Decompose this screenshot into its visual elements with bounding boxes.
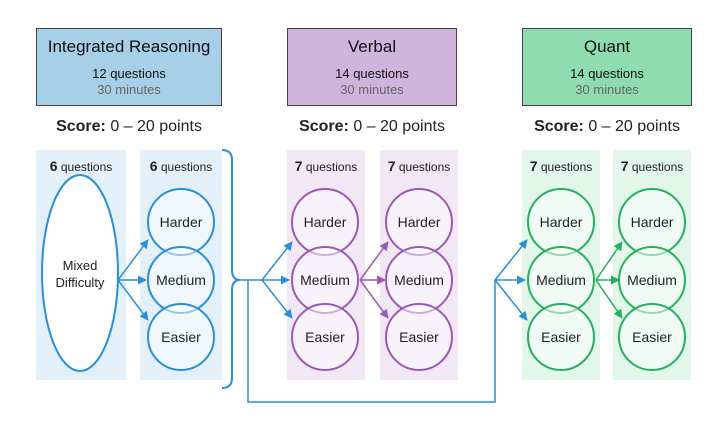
quant2-harder-label: Harder	[631, 214, 674, 230]
quant1-medium-label: Medium	[536, 272, 586, 288]
arrow-verbal-to-easier	[359, 279, 389, 319]
arrow-to-quant-harder	[494, 239, 528, 281]
section-integrated-reasoning: Integrated Reasoning 12 questions 30 min…	[36, 28, 222, 106]
quant1-harder-label: Harder	[540, 214, 583, 230]
mixed-line-2: Difficulty	[56, 275, 105, 290]
section-duration: 30 minutes	[575, 82, 639, 97]
question-unit: questions	[160, 160, 213, 174]
score-value: 0 – 20 points	[353, 118, 445, 135]
section-title: Quant	[583, 37, 631, 56]
column-header: 7 questions	[380, 158, 458, 174]
section-verbal: Verbal 14 questions 30 minutes	[287, 28, 457, 106]
mixed-difficulty-node	[41, 174, 119, 372]
question-count: 6	[149, 158, 158, 174]
arrow-quant-to-easier	[595, 279, 623, 319]
verbal2-harder-label: Harder	[398, 214, 441, 230]
verbal2-medium-label: Medium	[394, 272, 444, 288]
ir-brace	[221, 149, 241, 389]
score-integrated-reasoning: Score: 0 – 20 points	[36, 118, 222, 136]
question-unit: questions	[305, 160, 358, 174]
ir-easier-label: Easier	[161, 329, 201, 345]
question-unit: questions	[540, 160, 593, 174]
verbal1-harder-label: Harder	[304, 214, 347, 230]
arrow-verbal-to-harder	[359, 241, 389, 281]
score-value: 0 – 20 points	[588, 118, 680, 135]
arrow-to-verbal-easier	[261, 279, 293, 319]
question-count: 6	[49, 158, 58, 174]
verbal2-easier-label: Easier	[399, 329, 439, 345]
arrow-to-verbal-harder	[261, 241, 293, 281]
section-title: Verbal	[347, 37, 397, 56]
quant2-easier-circle	[618, 303, 686, 371]
question-unit: questions	[60, 160, 113, 174]
question-count: 7	[294, 158, 303, 174]
quant2-medium-label: Medium	[627, 272, 677, 288]
column-header: 7 questions	[613, 158, 691, 174]
section-title: Integrated Reasoning	[47, 37, 211, 56]
score-verbal: Score: 0 – 20 points	[287, 118, 457, 136]
column-header: 7 questions	[522, 158, 600, 174]
score-label: Score:	[56, 118, 106, 135]
verbal1-easier-circle	[291, 303, 359, 371]
quant1-easier-label: Easier	[541, 329, 581, 345]
arrow-to-quant-easier	[494, 279, 528, 321]
column-header: 7 questions	[287, 158, 365, 174]
section-question-count: 12 questions	[92, 66, 166, 81]
quant1-easier-circle	[527, 303, 595, 371]
section-quant: Quant 14 questions 30 minutes	[522, 28, 692, 106]
verbal2-easier-circle	[385, 303, 453, 371]
verbal1-easier-label: Easier	[305, 329, 345, 345]
arrow-mixed-to-harder	[117, 239, 149, 281]
question-count: 7	[529, 158, 538, 174]
score-label: Score:	[534, 118, 584, 135]
arrow-mixed-to-easier	[117, 279, 149, 321]
ir-easier-circle	[147, 303, 215, 371]
column-header: 6 questions	[140, 158, 222, 174]
section-question-count: 14 questions	[570, 66, 644, 81]
section-duration: 30 minutes	[97, 82, 161, 97]
ir-harder-label: Harder	[160, 214, 203, 230]
question-unit: questions	[631, 160, 684, 174]
question-unit: questions	[398, 160, 451, 174]
ir-medium-label: Medium	[156, 272, 206, 288]
quant2-easier-label: Easier	[632, 329, 672, 345]
question-count: 7	[387, 158, 396, 174]
connector-ir-to-quant	[247, 280, 496, 403]
score-label: Score:	[299, 118, 349, 135]
section-question-count: 14 questions	[335, 66, 409, 81]
score-quant: Score: 0 – 20 points	[522, 118, 692, 136]
arrow-quant-to-harder	[595, 241, 623, 281]
section-duration: 30 minutes	[340, 82, 404, 97]
column-header: 6 questions	[36, 158, 126, 174]
question-count: 7	[620, 158, 629, 174]
score-value: 0 – 20 points	[110, 118, 202, 135]
mixed-line-1: Mixed	[63, 258, 98, 273]
verbal1-medium-label: Medium	[300, 272, 350, 288]
